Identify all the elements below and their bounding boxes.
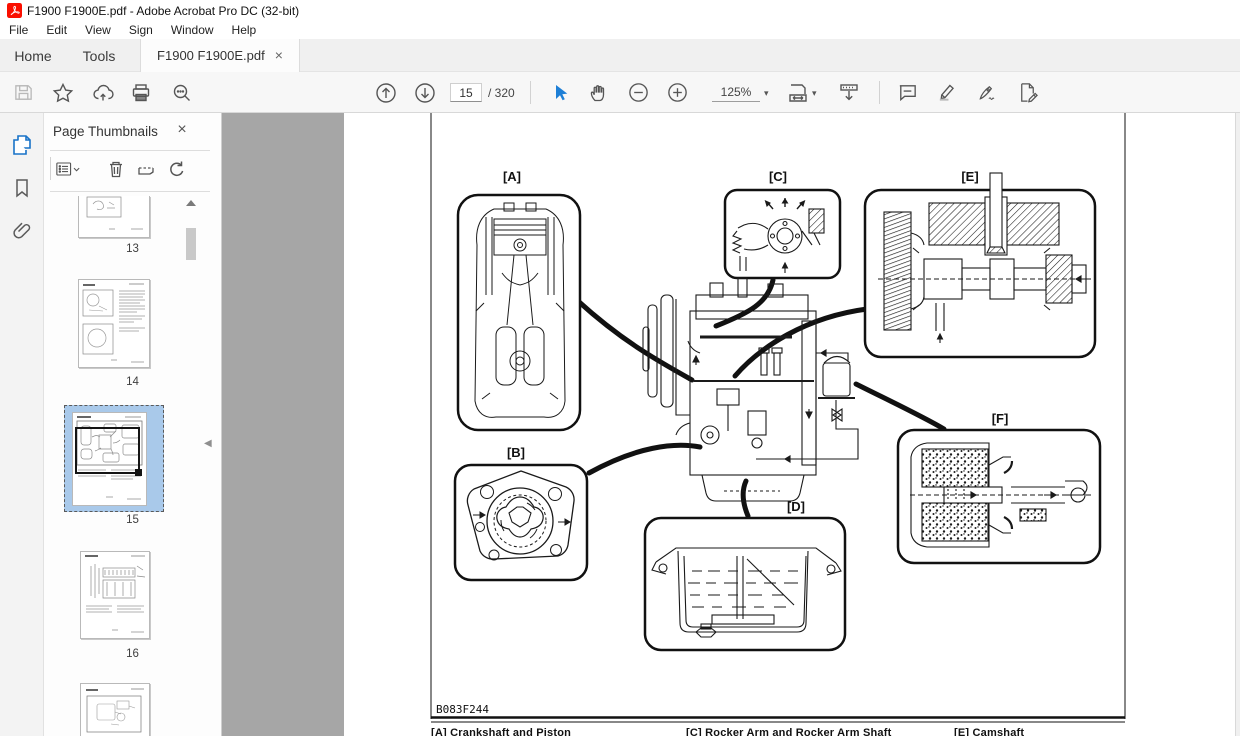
edit-pdf-button[interactable] — [1012, 78, 1042, 107]
zoom-out-button[interactable] — [623, 78, 653, 107]
navigation-rail — [0, 113, 44, 736]
panel-toolbar-separator — [50, 157, 51, 180]
attachments-rail-button[interactable] — [9, 217, 35, 243]
main-toolbar: / 320 125% ▾ ▾ — [0, 72, 1240, 113]
thumbnail-viewport-indicator[interactable] — [75, 427, 140, 474]
zoom-in-button[interactable] — [662, 78, 692, 107]
panel-title: Page Thumbnails — [53, 124, 158, 139]
menu-sign[interactable]: Sign — [120, 22, 162, 39]
figure-lubrication-system: [A] [B] [C] [D] [E] [F] — [344, 113, 1240, 736]
title-bar: F1900 F1900E.pdf - Adobe Acrobat Pro DC … — [0, 0, 1240, 22]
document-view: [A] [B] [C] [D] [E] [F] — [222, 113, 1240, 736]
panel-divider — [50, 191, 210, 192]
save-button[interactable] — [8, 78, 38, 107]
menu-edit[interactable]: Edit — [37, 22, 76, 39]
rotate-page-button[interactable] — [164, 157, 188, 181]
callout-label-a: [A] — [503, 169, 521, 184]
scrollbar-thumb[interactable] — [186, 228, 196, 260]
delete-page-button[interactable] — [104, 157, 128, 181]
menu-help[interactable]: Help — [223, 22, 266, 39]
scroll-up-arrow-icon[interactable] — [186, 200, 196, 206]
window-title: F1900 F1900E.pdf - Adobe Acrobat Pro DC … — [27, 4, 299, 18]
next-page-button[interactable] — [410, 78, 440, 107]
callout-label-f: [F] — [992, 411, 1009, 426]
thumbnail-options-button[interactable] — [56, 157, 80, 181]
callout-label-b: [B] — [507, 445, 525, 460]
panel-collapse-icon[interactable]: ◀ — [204, 435, 216, 453]
toolbar-separator — [530, 81, 531, 104]
highlight-button[interactable] — [932, 78, 962, 107]
comment-button[interactable] — [892, 78, 922, 107]
print-button[interactable] — [126, 78, 156, 107]
fit-width-button[interactable] — [783, 78, 813, 107]
acrobat-logo-icon — [7, 3, 22, 18]
thumbnail-page-15[interactable] — [72, 412, 147, 506]
share-cloud-button[interactable] — [88, 78, 118, 107]
thumbnail-page-16[interactable] — [80, 551, 150, 639]
previous-page-button[interactable] — [371, 78, 401, 107]
panel-divider — [50, 150, 210, 151]
pdf-page-canvas[interactable]: [A] [B] [C] [D] [E] [F] — [344, 113, 1240, 736]
engine-cross-section — [643, 278, 858, 501]
zoom-caret-icon[interactable]: ▾ — [764, 88, 769, 99]
page-count-label: / 320 — [488, 86, 515, 100]
insert-pages-button[interactable] — [134, 157, 158, 181]
page-thumbnails-rail-button[interactable] — [9, 132, 35, 158]
menu-file[interactable]: File — [0, 22, 37, 39]
fit-width-caret-icon[interactable]: ▾ — [812, 88, 817, 99]
caption-fragment-a: [A] Crankshaft and Piston — [431, 727, 571, 736]
tab-bar: Home Tools F1900 F1900E.pdf × — [0, 39, 1240, 72]
toolbar-separator — [879, 81, 880, 104]
figure-code: B083F244 — [436, 703, 489, 716]
page-number-input[interactable] — [450, 83, 482, 102]
menu-window[interactable]: Window — [162, 22, 223, 39]
fill-sign-button[interactable] — [972, 78, 1002, 107]
tab-document[interactable]: F1900 F1900E.pdf × — [140, 39, 300, 72]
select-tool-button[interactable] — [546, 78, 576, 107]
page-thumbnails-panel: Page Thumbnails × 13 — [44, 113, 222, 736]
menu-view[interactable]: View — [76, 22, 120, 39]
zoom-level-select[interactable]: 125% — [712, 83, 760, 102]
viewport-resize-handle[interactable] — [135, 469, 142, 476]
thumbnail-page-14[interactable] — [78, 279, 150, 368]
callout-label-c: [C] — [769, 169, 787, 184]
menu-bar: File Edit View Sign Window Help — [0, 22, 1240, 39]
callout-label-e: [E] — [961, 169, 978, 184]
tab-close-icon[interactable]: × — [275, 49, 283, 62]
hand-tool-button[interactable] — [583, 78, 613, 107]
bookmarks-rail-button[interactable] — [9, 175, 35, 201]
tab-document-label: F1900 F1900E.pdf — [157, 48, 265, 63]
tab-home[interactable]: Home — [0, 39, 66, 72]
thumbnail-page-17[interactable] — [80, 683, 150, 736]
search-icon[interactable] — [167, 78, 197, 107]
caption-fragment-e: [E] Camshaft — [954, 727, 1024, 736]
star-button[interactable] — [48, 78, 78, 107]
thumbnail-page-13[interactable] — [78, 196, 150, 238]
thumbnails-scrollbar[interactable] — [184, 196, 198, 736]
panel-close-icon[interactable]: × — [172, 120, 192, 140]
tab-tools[interactable]: Tools — [66, 39, 132, 72]
page-scrolling-button[interactable] — [834, 78, 864, 107]
document-scrollbar[interactable] — [1235, 113, 1240, 736]
caption-fragment-c: [C] Rocker Arm and Rocker Arm Shaft — [686, 727, 891, 736]
